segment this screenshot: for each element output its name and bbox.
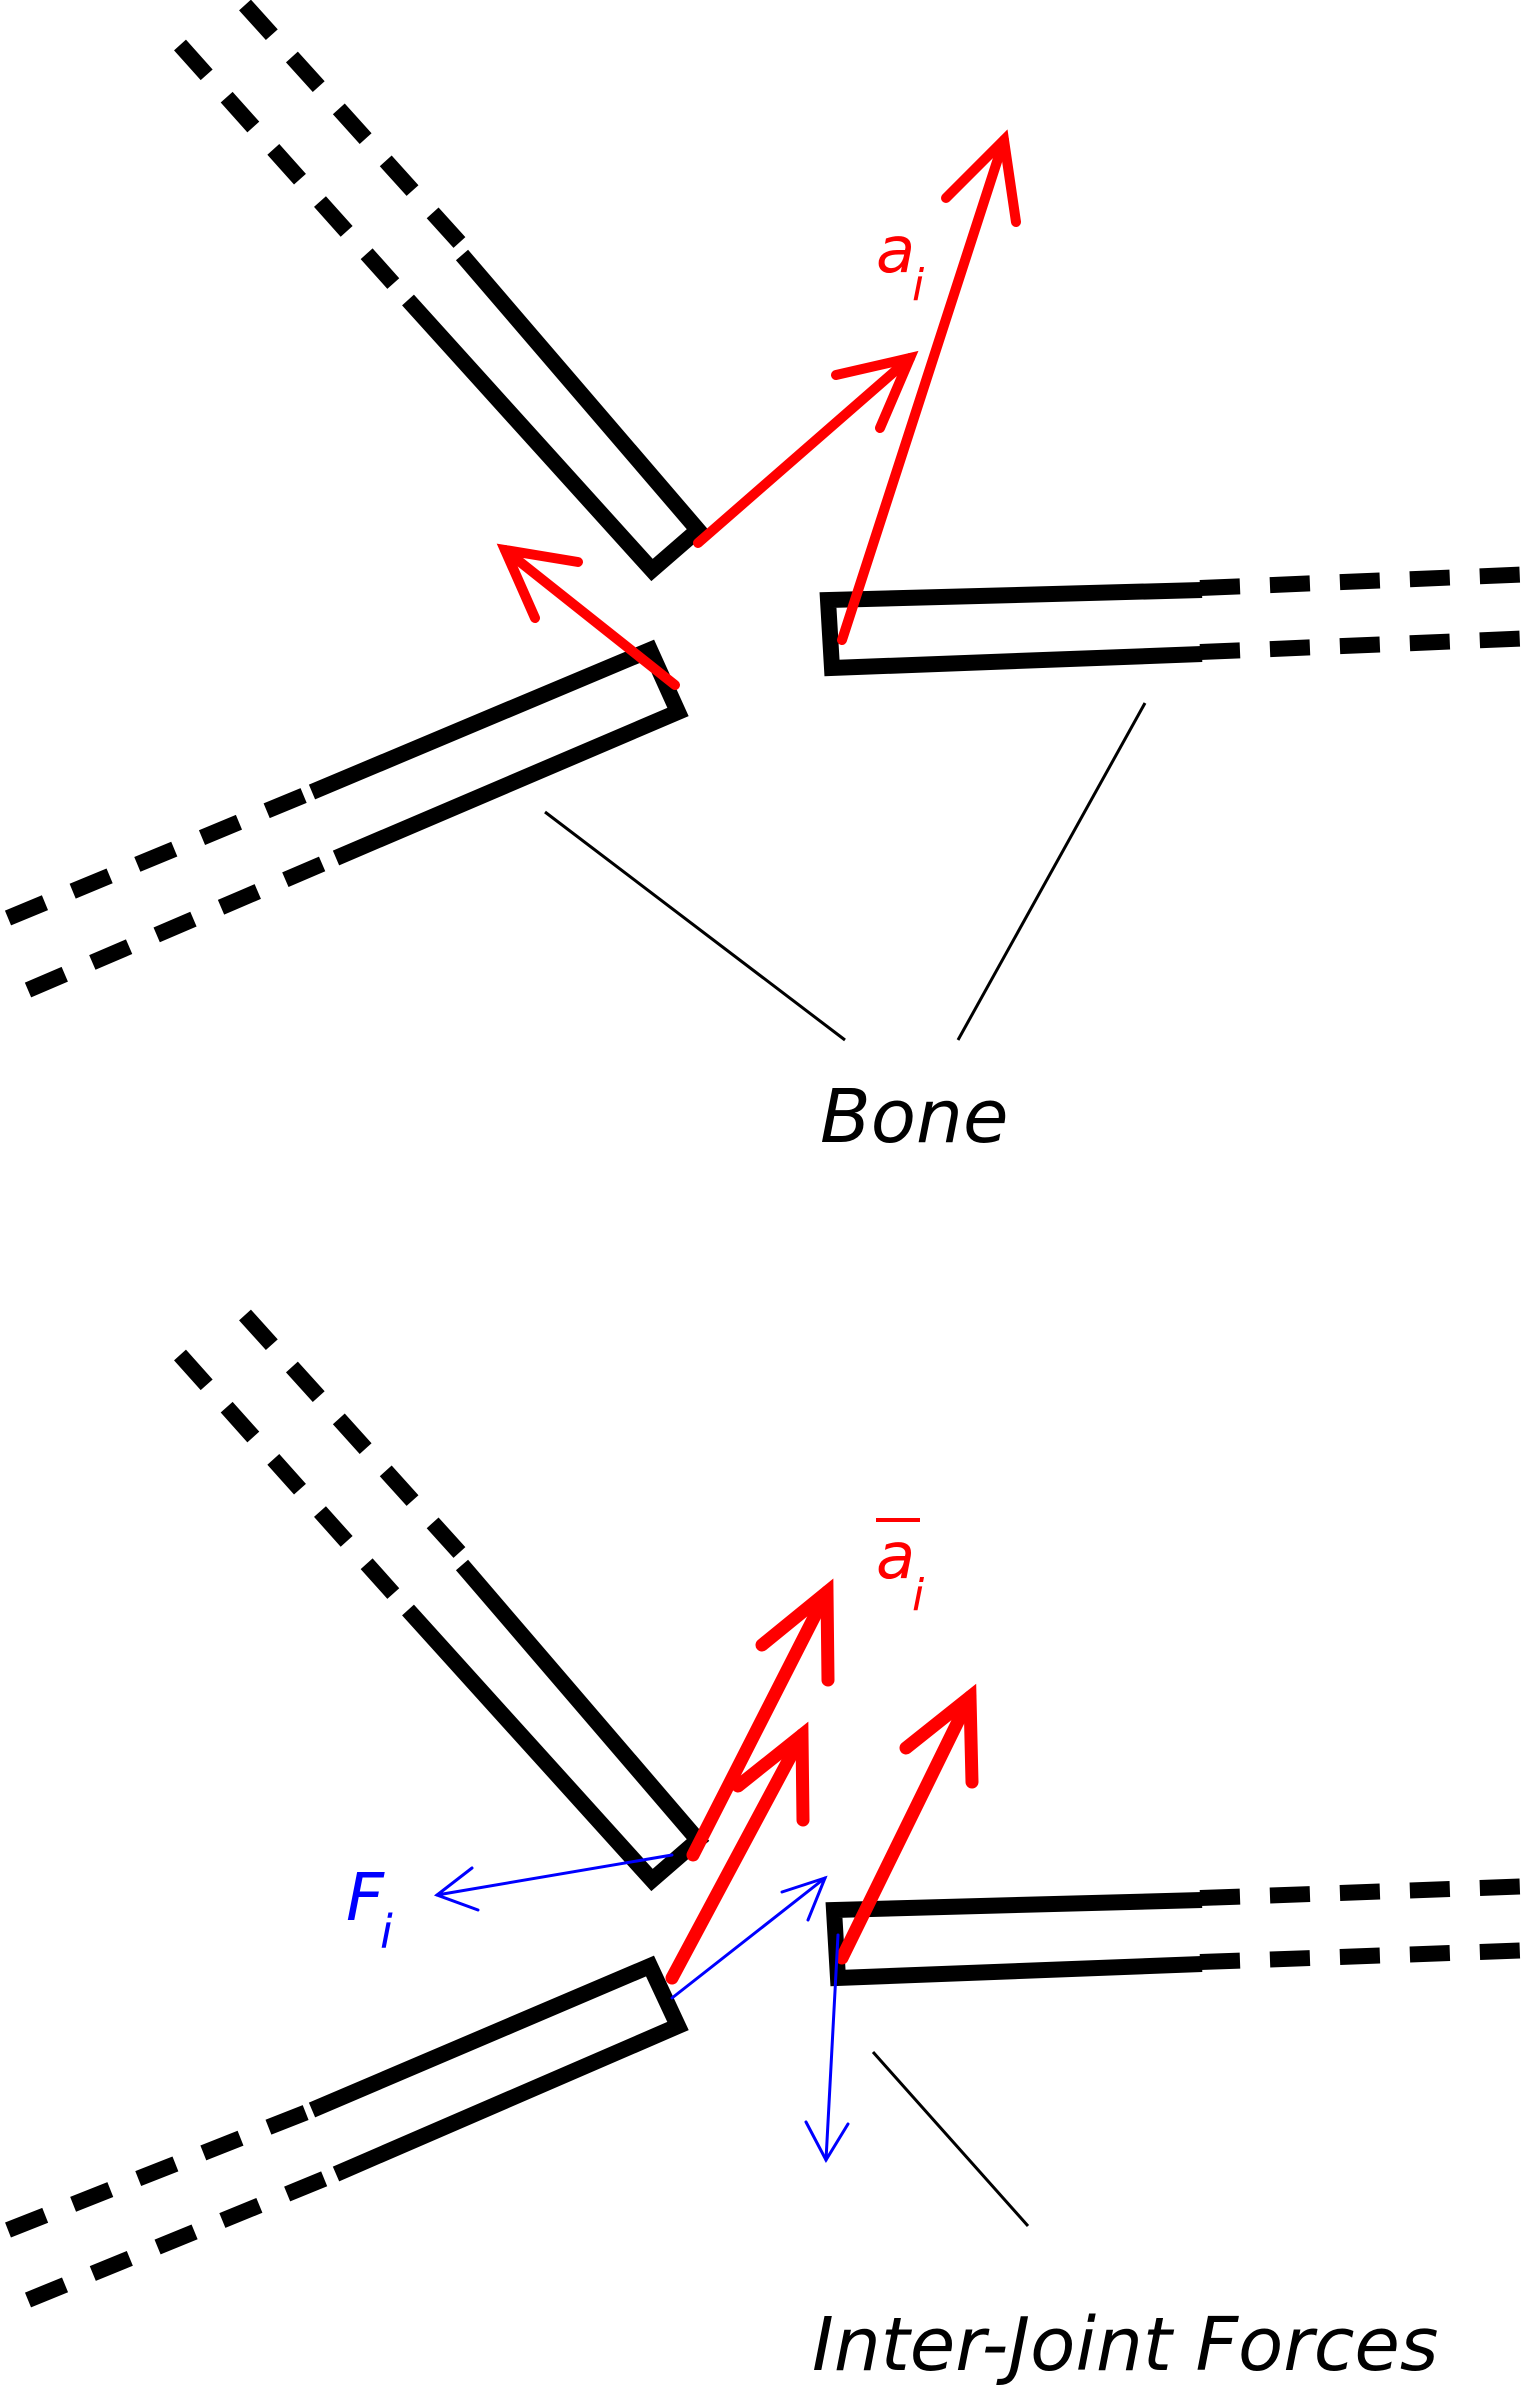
- upper-left-bone: [174, 0, 710, 582]
- inter-joint-forces-label: Inter-Joint Forces: [812, 2302, 1438, 2388]
- force-label-symbol: F: [346, 1859, 385, 1936]
- bone-leader-right: [956, 702, 1147, 1041]
- lower-left-bone-bottom: [5, 1955, 689, 2308]
- force-arrow-down-head: [804, 2120, 850, 2164]
- lower-left-bone-dashed-extension-inner: [24, 850, 340, 998]
- upper-left-bone-bottom: [174, 1309, 710, 1892]
- avg-accel-arrow-lower-left-head: [731, 1721, 810, 1827]
- lower-left-bone-bottom-dashed-extension-inner: [24, 2166, 340, 2308]
- lower-left-bone-outline: [308, 639, 689, 866]
- upper-left-bone-bottom-dashed-extension-inner: [239, 1309, 474, 1568]
- force-arrow-diagonal-head: [780, 1875, 828, 1922]
- accel-arrow-right-shaft: [837, 135, 1009, 645]
- accel-label-symbol: a: [876, 214, 915, 288]
- avg-acceleration-arrows: [665, 1578, 979, 1985]
- bottom-panel: a i F i Inter-Joint Forces: [5, 1309, 1536, 2388]
- avg-accel-label-subscript: i: [912, 1570, 925, 1621]
- accel-label-subscript: i: [912, 260, 925, 311]
- accel-label: a i: [876, 214, 925, 311]
- upper-left-bone-bottom-outline: [402, 1559, 710, 1892]
- accel-arrow-lower-left-shaft: [500, 545, 680, 690]
- bone-label: Bone: [820, 1074, 1008, 1160]
- lower-left-bone: [4, 639, 689, 998]
- right-bone-bottom: [825, 1878, 1536, 1987]
- accel-arrow-lower-left-head: [496, 543, 583, 623]
- upper-left-bone-dashed-extension-outer: [174, 39, 414, 306]
- accel-arrow-upper-left-shaft: [693, 353, 915, 548]
- right-bone: [819, 566, 1536, 677]
- accel-arrow-right-head: [941, 129, 1021, 227]
- top-panel: a i Bone: [4, 0, 1536, 1160]
- upper-left-bone-dashed-extension-inner: [239, 0, 474, 258]
- force-label: F i: [346, 1859, 393, 1959]
- force-arrow-diagonal-shaft: [670, 1876, 827, 2000]
- upper-left-bone-outline: [402, 249, 710, 582]
- force-arrow-left-shaft: [435, 1853, 674, 1897]
- avg-accel-label-symbol: a: [876, 1520, 915, 1594]
- avg-accel-arrow-upper-left-head: [755, 1578, 835, 1687]
- right-bone-dashed-extension-upper: [1199, 566, 1536, 596]
- lower-left-bone-bottom-dashed-extension-outer: [5, 2102, 315, 2238]
- bone-leader-left: [544, 810, 846, 1042]
- right-bone-bottom-dashed-extension-upper: [1199, 1878, 1536, 1906]
- acceleration-arrows-top: [496, 129, 1021, 690]
- force-label-subscript: i: [380, 1905, 393, 1959]
- accel-arrow-upper-left-head: [831, 350, 919, 433]
- lower-left-bone-bottom-outline: [308, 1955, 689, 2182]
- force-arrow-left-head: [433, 1866, 480, 1912]
- avg-accel-arrow-right-shaft: [835, 1690, 977, 1965]
- inter-joint-forces: [433, 1853, 850, 2164]
- upper-left-bone-bottom-dashed-extension-outer: [174, 1349, 414, 1616]
- force-arrow-down-shaft: [824, 1933, 840, 2162]
- avg-accel-arrow-upper-left-shaft: [686, 1585, 834, 1862]
- right-bone-dashed-extension-lower: [1199, 630, 1536, 660]
- right-bone-bottom-outline: [825, 1892, 1203, 1987]
- lower-left-bone-dashed-extension-outer: [4, 784, 316, 926]
- avg-accel-arrow-lower-left-shaft: [665, 1728, 809, 1985]
- inter-joint-forces-leader: [871, 2051, 1030, 2227]
- right-bone-outline: [819, 582, 1203, 677]
- right-bone-bottom-dashed-extension-lower: [1199, 1942, 1536, 1970]
- avg-accel-arrow-right-head: [899, 1683, 979, 1789]
- avg-accel-label: a i: [876, 1518, 925, 1621]
